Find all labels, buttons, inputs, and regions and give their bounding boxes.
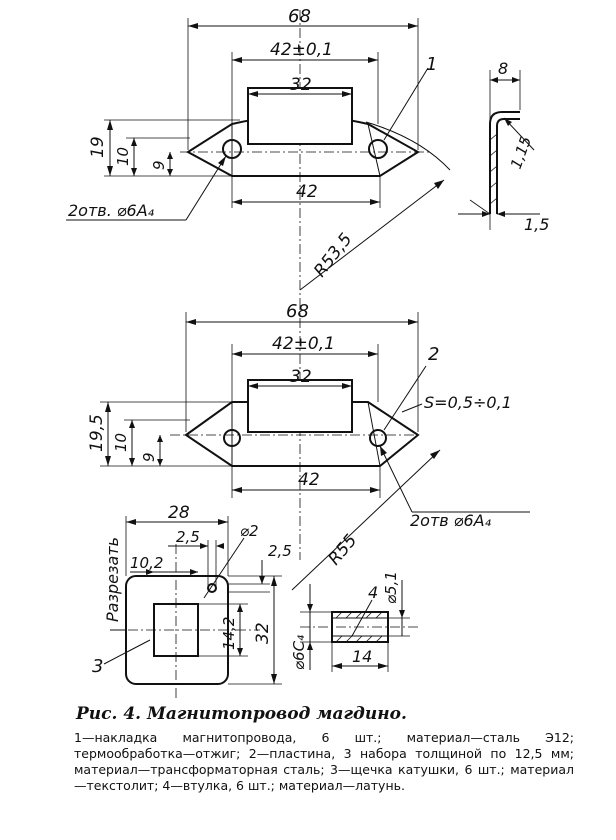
dim-2-5-side-label: 2,5	[268, 542, 292, 560]
part-1-hole-right	[368, 139, 388, 159]
part-4-bushing: ⌀6С₄ ⌀5,1 14 4	[290, 571, 420, 672]
dim-32-2-label: 32	[290, 367, 312, 387]
dim-42-tol-label: 42±0,1	[270, 40, 333, 60]
figure-caption: Рис. 4. Магнитопровод магдино. 1—накладк…	[74, 704, 574, 794]
radius-53-5-arc	[365, 121, 451, 171]
dim-hole-2-label: ⌀2	[240, 522, 259, 540]
holes-leader-2	[379, 445, 413, 513]
part-1-hole-left	[222, 139, 242, 159]
part-1-inner-edge-right	[367, 123, 381, 177]
part-2-hole-right	[369, 429, 387, 447]
callout-3-leader	[103, 639, 151, 665]
dim-68-2-label: 68	[286, 301, 309, 322]
callout-1-leader	[383, 67, 429, 141]
figure-title: Рис. 4. Магнитопровод магдино.	[76, 704, 407, 724]
dim-28-label: 28	[168, 503, 190, 523]
part-2-thickness-note: S=0,5÷0,1	[424, 393, 512, 412]
dim-42-bottom-label: 42	[296, 182, 318, 202]
dim-14-label: 14	[352, 647, 372, 666]
part-2-core-block	[247, 379, 353, 433]
callout-2-leader	[383, 365, 427, 431]
dim-19-5-label: 19,5	[87, 414, 107, 452]
dim-outer-dia-label: ⌀6С₄	[290, 635, 308, 670]
dim-68-label: 68	[288, 6, 311, 27]
dim-9-2-label: 9	[140, 452, 158, 462]
side-profile-outer	[489, 111, 520, 214]
part-1-lining: 68 42±0,1 32 42 19 10 9	[66, 6, 451, 300]
dim-10-2-label: 10,2	[130, 554, 163, 572]
dim-32-h-label: 32	[253, 622, 273, 644]
dim-9-label: 9	[150, 160, 168, 170]
dim-8-label: 8	[498, 59, 508, 78]
figure-description: 1—накладка магнитопровода, 6 шт.; матери…	[74, 730, 574, 793]
part-2-hole-left	[223, 429, 241, 447]
callout-4-leader	[351, 599, 373, 637]
dim-10-2-label: 10	[112, 433, 130, 452]
callout-2: 2	[428, 344, 439, 365]
part-1-holes-note: 2отв. ⌀6А₄	[68, 201, 155, 220]
dim-32-label: 32	[290, 75, 312, 95]
technical-drawing: 68 42±0,1 32 42 19 10 9	[66, 6, 549, 700]
callout-3: 3	[92, 656, 103, 677]
dim-line-hole-2	[203, 537, 245, 599]
dim-2-5-top-label: 2,5	[176, 528, 200, 546]
part-3-coil-cheek: Разрезать 28 2,5 ⌀2 2,5 10,2	[92, 503, 292, 700]
radius-55-line	[291, 449, 441, 591]
part-3-small-hole	[207, 583, 217, 593]
part-1-core-block	[247, 87, 353, 145]
part-1-side-view: 8 1,15 1,5	[458, 59, 549, 234]
dim-42-bottom-2-label: 42	[298, 470, 320, 490]
radius-53-5-label: R53,5	[310, 230, 356, 281]
dim-inner-dia-label: ⌀5,1	[382, 571, 400, 604]
holes-leader	[185, 155, 227, 221]
side-profile-inner	[496, 118, 520, 214]
dim-1-5-label: 1,5	[524, 215, 549, 234]
radius-55-label: R55	[325, 531, 362, 569]
cut-label: Разрезать	[103, 537, 122, 622]
callout-1: 1	[426, 54, 437, 75]
dim-42-tol-2-label: 42±0,1	[272, 334, 335, 354]
callout-4: 4	[368, 583, 378, 602]
dim-10-label: 10	[114, 147, 132, 166]
dim-19-label: 19	[88, 136, 108, 158]
radius-53-5-line	[299, 179, 445, 291]
dim-14-2-label: 14,2	[220, 617, 238, 650]
part-2-plate: 68 42±0,1 32 42 19,5 10 9	[87, 300, 530, 591]
dim-bend-label: 1,15	[507, 134, 535, 172]
part-2-holes-note: 2отв ⌀6А₄	[410, 511, 492, 530]
